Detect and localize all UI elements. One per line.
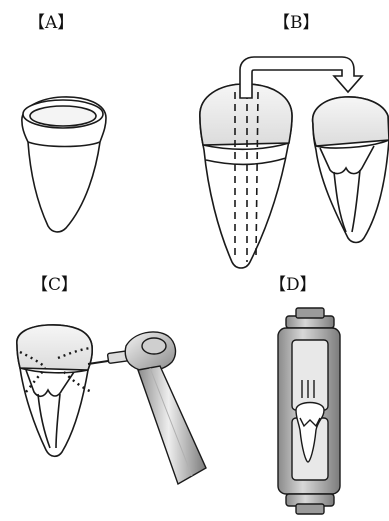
tooth-c xyxy=(17,325,92,456)
pressure-device xyxy=(278,308,340,514)
tooth-b-right xyxy=(313,97,389,243)
dental-handpiece xyxy=(88,332,206,484)
tooth-b-left xyxy=(200,84,292,268)
tooth-a xyxy=(22,97,106,232)
